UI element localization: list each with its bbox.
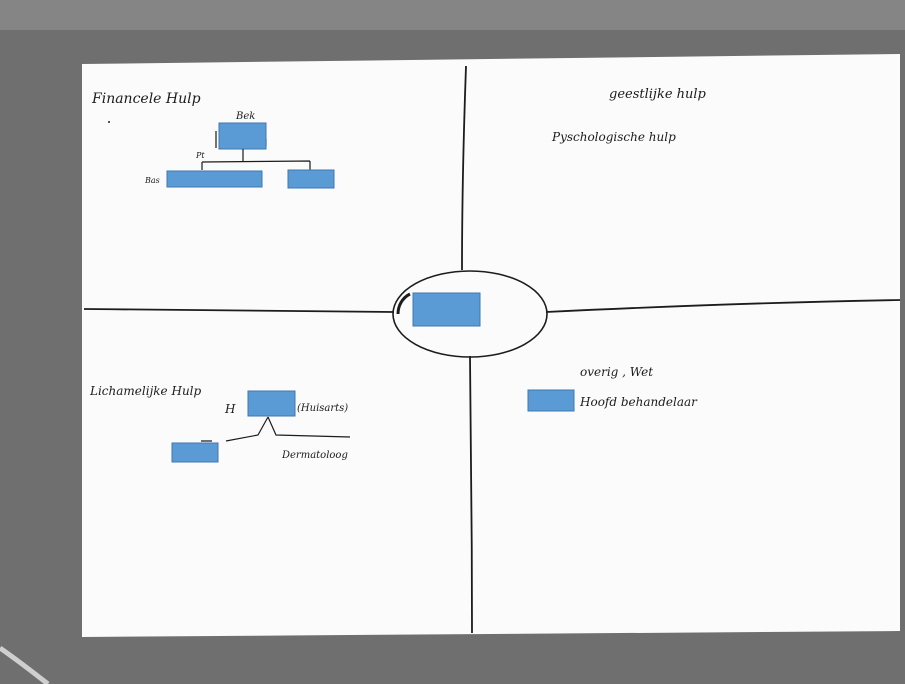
- top-left-left-box-label: Bas: [144, 176, 160, 185]
- center-ellipse-scribble: [396, 292, 411, 315]
- top-left-redacted-top: [218, 122, 267, 150]
- bottom-left-doctor-label: (Huisarts): [297, 403, 348, 414]
- top-left-redacted-right: [287, 169, 335, 189]
- top-left-top-box-label: Bek: [235, 111, 255, 122]
- bottom-left-title: Lichamelijke Hulp: [89, 384, 202, 398]
- bottom-right-item-label: Hoofd behandelaar: [579, 395, 698, 409]
- vertical-divider: [461, 65, 473, 634]
- bottom-left-prefix: H: [224, 402, 236, 416]
- stray-ink-dot: [108, 121, 110, 123]
- paper-sheet: [82, 54, 900, 637]
- bottom-right-redacted-item: [527, 389, 575, 412]
- top-left-pointer-label: Pt: [195, 151, 205, 160]
- bottom-left-branch: [201, 416, 351, 442]
- top-right-title: geestlijke hulp: [609, 87, 707, 102]
- bottom-left-redacted-doctor: [247, 390, 296, 417]
- horizontal-divider: [83, 299, 901, 313]
- top-right-subtitle: Pyschologische hulp: [551, 130, 676, 144]
- top-left-tree-connector: [201, 149, 311, 170]
- desk-cable: [0, 645, 50, 684]
- center-ellipse: [392, 270, 548, 358]
- top-left-redacted-left: [166, 170, 263, 188]
- desk-shadow-top: [0, 0, 905, 30]
- bottom-right-title: overig , Wet: [580, 365, 653, 379]
- bottom-left-specialist-label: Dermatoloog: [281, 450, 348, 461]
- bottom-left-redacted-specialist: [171, 442, 219, 463]
- center-redacted-name: [412, 292, 481, 327]
- top-left-title: Financele Hulp: [91, 91, 201, 107]
